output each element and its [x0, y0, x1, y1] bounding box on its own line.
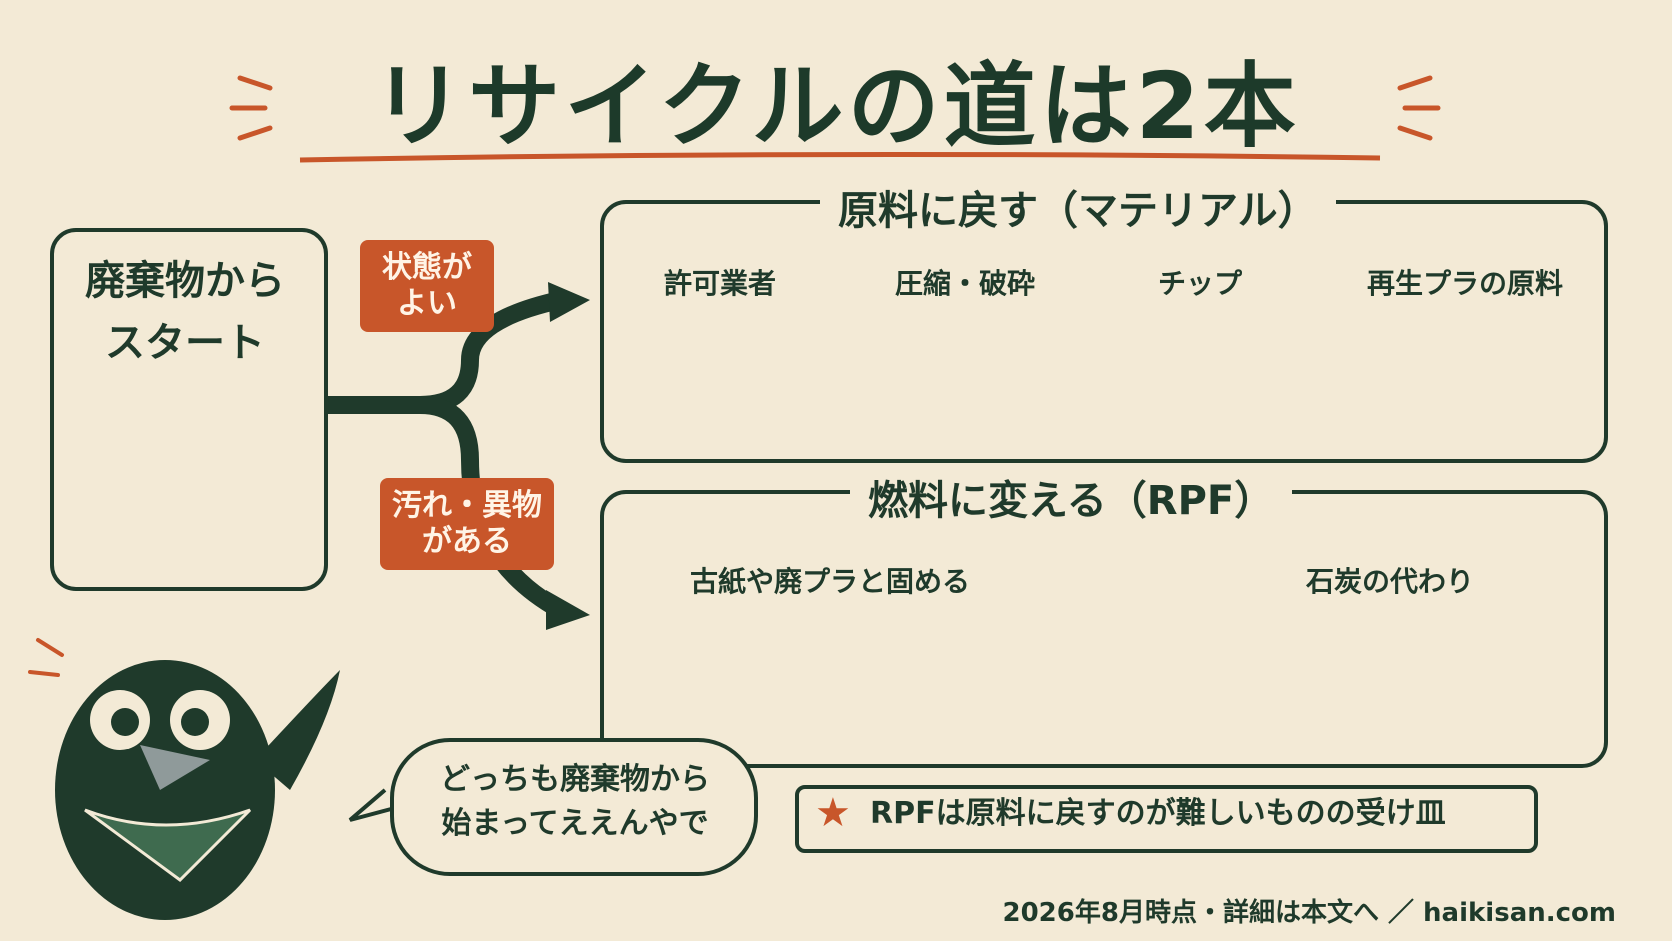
branch-tag-dirty-line2: がある: [422, 524, 512, 559]
material-step-4: 再生プラの原料: [1366, 267, 1563, 300]
material-step-3: チップ: [1157, 267, 1242, 300]
note-text: RPFは原料に戻すのが難しいものの受け皿: [870, 796, 1446, 831]
start-box: [50, 228, 328, 591]
branch-arrow-top-icon: [548, 282, 590, 322]
speech-text: どっちも廃棄物から 始まってええんやで: [420, 758, 730, 846]
branch-tag-dirty: 汚れ・異物 がある: [380, 478, 554, 570]
rpf-title: 燃料に変える（RPF）: [850, 468, 1293, 526]
note-box: [795, 785, 1538, 853]
footer-text: 2026年8月時点・詳細は本文へ ／ haikisan.com: [1002, 898, 1616, 928]
page-title: リサイクルの道は2本: [372, 53, 1300, 160]
speech-line2: 始まってええんやで: [441, 806, 709, 841]
branch-arrow-bottom-icon: [546, 590, 590, 630]
title-burst-left-icon: [229, 75, 273, 141]
branch-tag-dirty-line1: 汚れ・異物: [392, 488, 542, 523]
material-step-2: 圧縮・破砕: [894, 267, 1035, 300]
branch-tag-good-line1: 状態が: [382, 250, 472, 285]
material-box: [600, 200, 1608, 463]
star-icon: ★: [815, 790, 851, 836]
material-title: 原料に戻す（マテリアル）: [820, 178, 1336, 236]
rpf-step-1: 古紙や廃プラと固める: [689, 565, 970, 598]
branch-tag-good: 状態が よい: [360, 240, 494, 332]
mascot-burst-icon: [28, 638, 64, 677]
start-label-line2: スタート: [105, 320, 265, 366]
rpf-box: [600, 490, 1608, 768]
start-label: 廃棄物から スタート: [60, 250, 310, 374]
title-burst-right-icon: [1397, 75, 1441, 141]
rpf-step-2: 石炭の代わり: [1305, 565, 1474, 598]
branch-tag-good-line2: よい: [397, 286, 457, 321]
speech-bubble: [390, 738, 758, 876]
speech-line1: どっちも廃棄物から: [440, 762, 710, 797]
crow-mascot-icon: [55, 660, 340, 920]
start-label-line1: 廃棄物から: [85, 258, 285, 304]
material-step-1: 許可業者: [663, 267, 776, 300]
